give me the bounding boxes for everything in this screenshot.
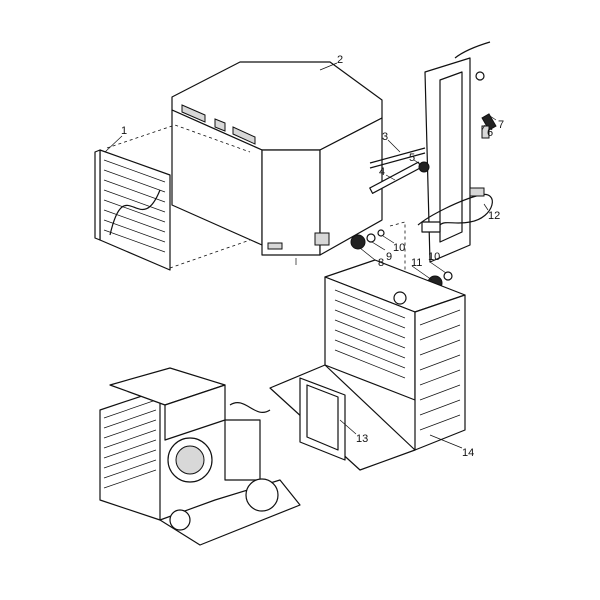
callout-13: 13: [356, 433, 368, 445]
part-top-cover: [171, 61, 383, 265]
callout-labels: 1 2 3 4 5 6 7 8 9 10 10 11 12 13 14: [121, 54, 504, 459]
callout-14: 14: [462, 447, 474, 459]
callout-2: 2: [337, 54, 343, 66]
part-gasket: [299, 377, 346, 461]
callout-7: 7: [498, 119, 504, 131]
callout-6: 6: [487, 127, 493, 139]
callout-12: 12: [488, 210, 500, 222]
callout-5: 5: [409, 152, 415, 164]
callout-10b: 10: [428, 251, 440, 263]
part-grille-panel: [94, 124, 251, 271]
callout-3: 3: [382, 131, 388, 143]
callout-1: 1: [121, 125, 127, 137]
callout-8: 8: [378, 257, 384, 269]
callout-10a: 10: [393, 242, 405, 254]
callout-9: 9: [386, 251, 392, 263]
callout-4: 4: [379, 166, 385, 178]
part-side-bracket: [369, 41, 497, 263]
callout-11: 11: [411, 257, 422, 269]
part-base-unit: [99, 367, 301, 546]
leader-lines: [104, 62, 497, 449]
